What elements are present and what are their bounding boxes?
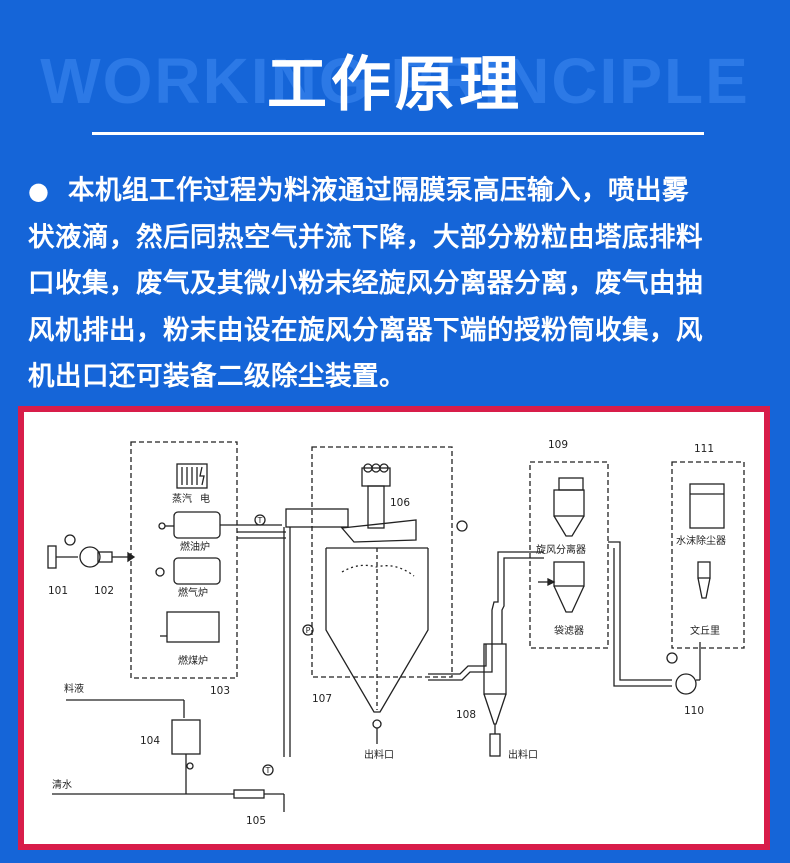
dryer-group-outline — [311, 446, 453, 678]
label-103: 103 — [210, 685, 230, 697]
description-line-1: ●本机组工作过程为料液通过隔膜泵高压输入，喷出雾 — [28, 168, 768, 215]
hot-air-duct — [237, 508, 349, 757]
label-111: 111 — [694, 443, 714, 455]
scrubber-group-111 — [671, 461, 745, 649]
feed-tank-104 — [66, 699, 201, 794]
cyclone-108 — [483, 551, 544, 757]
label-outlet-107: 出料口 — [364, 748, 394, 761]
thermo-symbol-1: T — [257, 516, 263, 525]
label-108: 108 — [456, 709, 476, 721]
description-line-3: 口收集，废气及其微小粉末经旋风分离器分离，废气由抽 — [28, 268, 703, 299]
label-102: 102 — [94, 585, 114, 597]
process-diagram-frame: T T P 101 102 103 104 105 106 107 108 10… — [18, 406, 770, 850]
label-venturi: 文丘里 — [690, 624, 720, 637]
label-106: 106 — [390, 497, 410, 509]
bullet-icon: ● — [28, 177, 50, 205]
steam-electric-heater — [176, 463, 208, 489]
label-110: 110 — [684, 705, 704, 717]
label-outlet-108: 出料口 — [508, 748, 538, 761]
gas-furnace — [155, 557, 221, 585]
label-104: 104 — [140, 735, 160, 747]
pressure-marker — [302, 520, 468, 636]
process-flow-diagram: T T P 101 102 103 104 105 106 107 108 10… — [47, 439, 745, 827]
thermometer-marker-inlet — [254, 514, 266, 526]
label-steam: 蒸汽 — [172, 492, 192, 505]
venturi-111 — [697, 561, 711, 599]
label-water-scrubber: 水沫除尘器 — [676, 534, 726, 547]
label-109: 109 — [548, 439, 568, 451]
atomizer-106 — [340, 463, 417, 543]
title-divider — [92, 132, 704, 135]
coal-furnace — [160, 611, 220, 643]
page-title: 工作原理 — [267, 50, 523, 120]
principle-description: ●本机组工作过程为料液通过隔膜泵高压输入，喷出雾 状液滴，然后同热空气并流下降，… — [28, 168, 768, 401]
bag-filter-109 — [538, 561, 585, 613]
thermometer-marker-line — [262, 764, 274, 776]
secondary-separator-group-109 — [529, 461, 609, 649]
exhaust-fan-110 — [608, 541, 701, 695]
label-107: 107 — [312, 693, 332, 705]
pressure-symbol: P — [306, 626, 311, 635]
label-bag-filter: 袋滤器 — [554, 624, 584, 637]
blower-fan-102 — [79, 546, 136, 568]
label-cyclone: 旋风分离器 — [536, 543, 586, 556]
background-watermark-text: WORKING PRINCIPLE — [40, 45, 750, 117]
label-coal-furnace: 燃煤炉 — [178, 654, 208, 667]
air-filter-101 — [47, 534, 78, 569]
label-gas-furnace: 燃气炉 — [178, 586, 208, 599]
description-line-5: 机出口还可装备二级除尘装置。 — [28, 361, 406, 392]
description-line-4: 风机排出，粉末由设在旋风分离器下端的授粉筒收集，风 — [28, 314, 703, 346]
heat-source-group-103 — [130, 441, 238, 679]
label-105: 105 — [246, 815, 266, 827]
water-scrubber-111 — [689, 483, 725, 529]
label-clear-water: 清水 — [52, 778, 72, 791]
description-line-2: 状液滴，然后同热空气并流下降，大部分粉粒由塔底排料 — [28, 221, 703, 253]
cyclone-separator-109 — [553, 477, 585, 537]
water-line — [52, 789, 285, 812]
label-101: 101 — [48, 585, 68, 597]
drying-tower-107 — [325, 547, 429, 744]
tower-exhaust-pipe — [428, 644, 487, 675]
thermo-symbol-2: T — [265, 766, 271, 775]
label-feed-liquid: 料液 — [64, 682, 84, 695]
label-electric: 电 — [200, 492, 210, 505]
label-oil-furnace: 燃油炉 — [180, 540, 210, 553]
oil-furnace — [158, 511, 282, 539]
